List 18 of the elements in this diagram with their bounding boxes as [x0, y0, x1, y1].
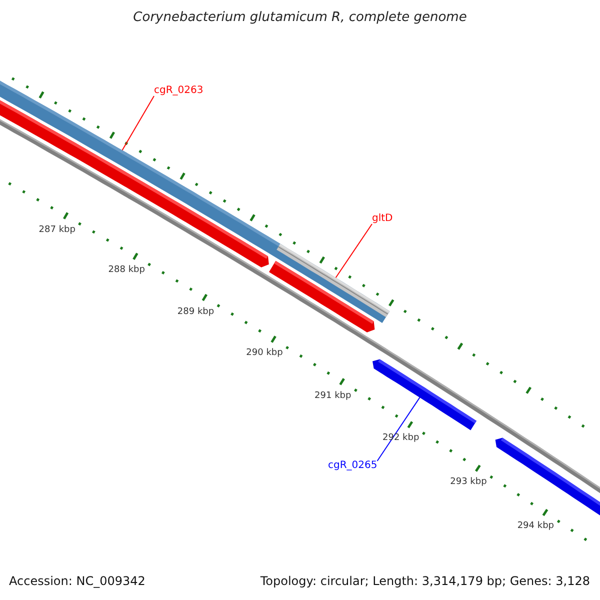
gene-label: cgR_0265 — [328, 461, 378, 471]
scale-label: 293 kbp — [450, 478, 487, 488]
leader-line — [335, 224, 372, 278]
genome-info-text: Topology: circular; Length: 3,314,179 bp; Genes: 3,128 — [260, 575, 590, 587]
leader-line — [122, 96, 154, 151]
gene-feature — [495, 438, 600, 516]
scale-label: 290 kbp — [246, 349, 283, 358]
gene-feature — [372, 359, 476, 430]
diagram-title: Corynebacterium glutamicum R, complete genome — [132, 11, 468, 24]
accession-text: Accession: NC_009342 — [9, 575, 146, 587]
gene-label: cgR_0263 — [154, 86, 204, 96]
leader-line — [376, 396, 420, 462]
scale-label: 291 kbp — [314, 392, 352, 401]
scale-label: 294 kbp — [517, 522, 554, 532]
scale-label: 287 kbp — [38, 226, 76, 236]
gene-label: gltD — [372, 214, 393, 224]
scale-label: 289 kbp — [177, 308, 214, 317]
scale-label: 288 kbp — [108, 266, 145, 276]
